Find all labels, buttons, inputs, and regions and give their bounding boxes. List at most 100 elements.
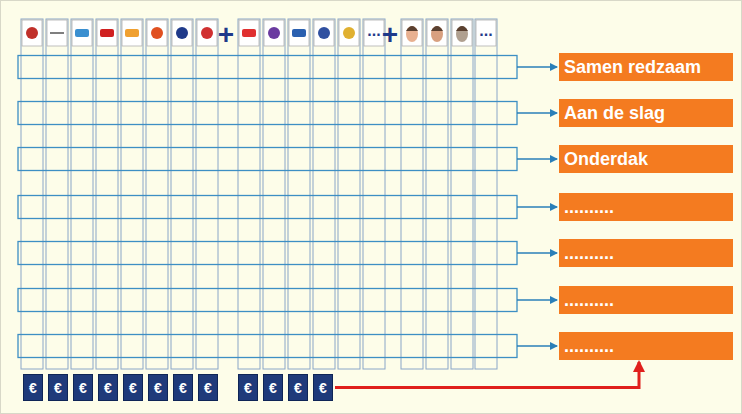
row-band bbox=[18, 289, 517, 312]
column bbox=[338, 19, 360, 369]
result-label: Aan de slag bbox=[564, 103, 665, 124]
euro-sign: € bbox=[319, 380, 327, 396]
logo-frame bbox=[97, 20, 117, 46]
euro-box: € bbox=[238, 374, 258, 401]
euro-sign: € bbox=[129, 380, 137, 396]
logo-frame bbox=[289, 20, 309, 46]
column bbox=[71, 19, 93, 369]
logo bbox=[100, 29, 114, 37]
column bbox=[21, 19, 43, 369]
logo bbox=[50, 32, 64, 34]
column bbox=[46, 19, 68, 369]
row-arrow bbox=[517, 158, 557, 160]
euro-sign: € bbox=[269, 380, 277, 396]
column bbox=[363, 19, 385, 369]
row-arrow bbox=[517, 66, 557, 68]
logo bbox=[176, 27, 188, 39]
logo bbox=[292, 29, 306, 37]
column bbox=[313, 19, 335, 369]
ellipsis: ... bbox=[479, 22, 492, 40]
result-label: Samen redzaam bbox=[564, 57, 701, 78]
euro-sign: € bbox=[204, 380, 212, 396]
logo-frame bbox=[22, 20, 42, 46]
euro-box: € bbox=[148, 374, 168, 401]
logo-frame bbox=[402, 20, 422, 46]
euro-box: € bbox=[173, 374, 193, 401]
face-hair bbox=[456, 26, 468, 31]
column bbox=[171, 19, 193, 369]
result-label: .......... bbox=[564, 290, 614, 311]
face-photo bbox=[431, 26, 443, 42]
face-hair bbox=[431, 26, 443, 31]
logo bbox=[242, 29, 256, 37]
logo bbox=[125, 29, 139, 37]
logo-frame bbox=[197, 20, 217, 46]
funding-arrow bbox=[335, 362, 639, 388]
ellipsis: ... bbox=[367, 22, 380, 40]
face-photo bbox=[456, 26, 468, 42]
logo-frame bbox=[264, 20, 284, 46]
euro-sign: € bbox=[79, 380, 87, 396]
row-band bbox=[18, 196, 517, 219]
result-label: Onderdak bbox=[564, 149, 648, 170]
euro-box: € bbox=[98, 374, 118, 401]
column bbox=[196, 19, 218, 369]
logo-frame bbox=[147, 20, 167, 46]
row-band bbox=[18, 102, 517, 125]
result-label: .......... bbox=[564, 336, 614, 357]
euro-sign: € bbox=[54, 380, 62, 396]
result-box: Aan de slag bbox=[559, 99, 733, 127]
logo-frame bbox=[72, 20, 92, 46]
logo bbox=[75, 29, 89, 37]
euro-sign: € bbox=[154, 380, 162, 396]
column bbox=[121, 19, 143, 369]
row-arrow bbox=[517, 112, 557, 114]
column bbox=[451, 19, 473, 369]
logo-frame bbox=[239, 20, 259, 46]
face-photo bbox=[406, 26, 418, 42]
logo bbox=[151, 27, 163, 39]
face-hair bbox=[406, 26, 418, 31]
logo-frame bbox=[364, 20, 384, 46]
logo-frame bbox=[122, 20, 142, 46]
euro-box: € bbox=[123, 374, 143, 401]
logo-frame bbox=[172, 20, 192, 46]
euro-sign: € bbox=[179, 380, 187, 396]
row-arrow bbox=[517, 252, 557, 254]
column bbox=[263, 19, 285, 369]
logo-frame bbox=[47, 20, 67, 46]
column bbox=[475, 19, 497, 369]
logo bbox=[201, 27, 213, 39]
row-band bbox=[18, 242, 517, 265]
column bbox=[288, 19, 310, 369]
euro-box: € bbox=[313, 374, 333, 401]
euro-sign: € bbox=[244, 380, 252, 396]
column bbox=[96, 19, 118, 369]
row-band bbox=[18, 56, 517, 79]
row-arrow bbox=[517, 345, 557, 347]
plus-sign: + bbox=[218, 19, 234, 51]
result-box: .......... bbox=[559, 193, 733, 221]
logo-frame bbox=[314, 20, 334, 46]
column bbox=[401, 19, 423, 369]
logo bbox=[268, 27, 280, 39]
plus-sign: + bbox=[382, 19, 398, 51]
logo bbox=[318, 27, 330, 39]
row-arrow bbox=[517, 299, 557, 301]
column bbox=[238, 19, 260, 369]
euro-sign: € bbox=[104, 380, 112, 396]
column bbox=[426, 19, 448, 369]
result-box: .......... bbox=[559, 286, 733, 314]
result-label: .......... bbox=[564, 197, 614, 218]
logo-frame bbox=[452, 20, 472, 46]
row-band bbox=[18, 335, 517, 358]
euro-sign: € bbox=[294, 380, 302, 396]
euro-box: € bbox=[23, 374, 43, 401]
logo bbox=[26, 27, 38, 39]
euro-box: € bbox=[48, 374, 68, 401]
logo-frame bbox=[339, 20, 359, 46]
euro-box: € bbox=[288, 374, 308, 401]
result-box: Samen redzaam bbox=[559, 53, 733, 81]
euro-sign: € bbox=[29, 380, 37, 396]
